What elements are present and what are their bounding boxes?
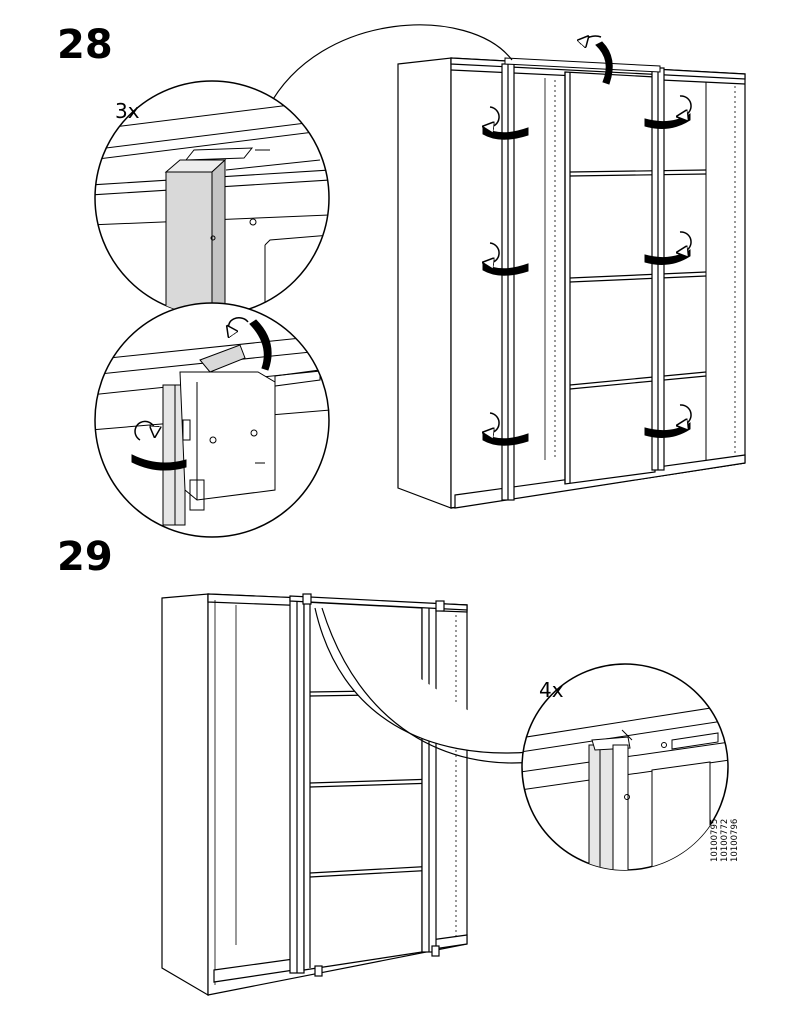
detail-circle-3 [521, 663, 729, 871]
step-28-number: 28 [57, 22, 113, 68]
step-29-number: 29 [57, 534, 113, 580]
step28-wardrobe [397, 57, 746, 509]
detail-circle-1 [94, 80, 330, 316]
article-number-2: 10100772 [720, 819, 730, 862]
article-number-1: 10100795 [710, 819, 720, 862]
callout-quantity-4x: 4x [539, 678, 564, 702]
rotate-arrows-step28 [483, 36, 692, 446]
article-numbers: 10100795 10100772 10100796 [710, 819, 740, 862]
article-number-3: 10100796 [730, 819, 740, 862]
detail-leader-arc-29 [314, 607, 531, 754]
detail-leader-arc [267, 24, 513, 109]
step29-wardrobe [161, 593, 468, 997]
detail-circle-2 [94, 302, 330, 538]
callout-quantity-3x: 3x [115, 99, 140, 123]
